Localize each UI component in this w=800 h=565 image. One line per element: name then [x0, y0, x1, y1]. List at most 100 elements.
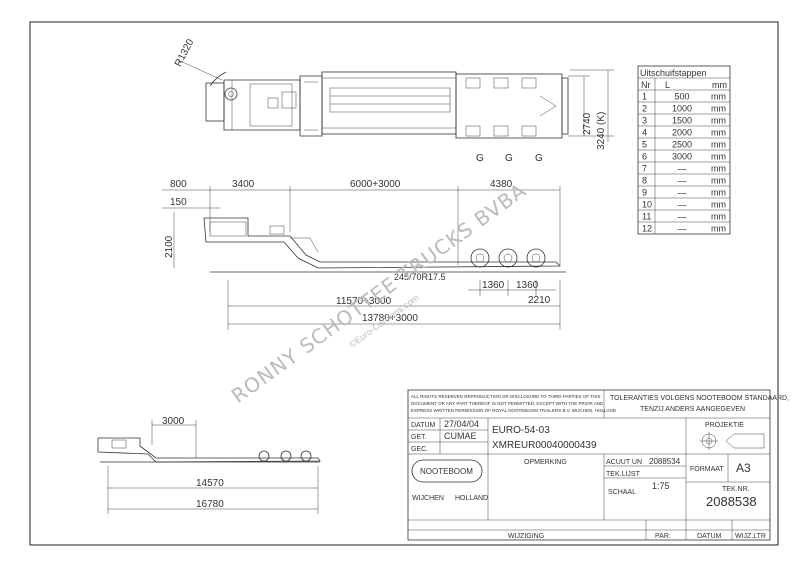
formaat-value: A3 — [736, 461, 751, 475]
extension-steps-table — [637, 65, 731, 235]
dim-800: 800 — [170, 179, 187, 190]
table-cell-l: 1000 — [672, 104, 692, 114]
side-view — [162, 186, 566, 330]
tek-lijst-label: TEK.LIJST — [606, 471, 641, 478]
dim-2210: 2210 — [528, 295, 551, 306]
table-cell-nr: 9 — [642, 188, 647, 198]
schaal-value: 1:75 — [652, 481, 670, 491]
table-cell-unit: mm — [711, 188, 726, 198]
table-cell-unit: mm — [711, 92, 726, 102]
formaat-label: FORMAAT — [690, 466, 724, 473]
table-cell-unit: mm — [711, 200, 726, 210]
tek-nr-value: 2088538 — [706, 494, 757, 509]
axle-label-1: G — [476, 153, 484, 164]
extended-side-view — [97, 420, 321, 514]
rights-line-3: EXPRESS WRITTEN PERMISSION OF ROYAL NOOT… — [411, 408, 617, 413]
table-cell-unit: mm — [711, 116, 726, 126]
table-cell-unit: mm — [711, 152, 726, 162]
dim-1360-b: 1360 — [516, 280, 539, 291]
rights-line-1: ALL RIGHTS RESERVED REPRODUCTION OR DISC… — [411, 394, 601, 399]
get-label: GET. — [411, 434, 427, 441]
dim-13780: 13780+3000 — [362, 313, 418, 324]
tolerance-line-1: TOLERANTIES VOLGENS NOOTEBOOM STANDAARD, — [610, 395, 789, 402]
table-cell-nr: 6 — [642, 152, 647, 162]
dim-4380: 4380 — [490, 179, 513, 190]
width-3240-label: 3240 (K) — [596, 112, 607, 150]
width-2740-label: 2740 — [582, 112, 593, 135]
dim-14570: 14570 — [196, 478, 224, 489]
wijchen-label: WIJCHEN — [412, 495, 444, 502]
top-view — [177, 59, 614, 142]
get-value: CUMAE — [444, 431, 477, 441]
table-cell-nr: 11 — [642, 212, 651, 222]
table-cell-l: 500 — [674, 92, 689, 102]
dim-150: 150 — [170, 197, 187, 208]
schaal-label: SCHAAL — [608, 489, 636, 496]
table-cell-unit: mm — [711, 212, 726, 222]
table-cell-l: 2500 — [672, 140, 692, 150]
tek-nr-label: TEK.NR. — [722, 486, 750, 493]
table-header-mm: mm — [712, 80, 727, 90]
acuut-value: 2088534 — [649, 457, 681, 466]
holland-label: HOLLAND — [455, 495, 488, 502]
dim-11570: 11570+3000 — [336, 296, 392, 307]
dim-3400: 3400 — [232, 179, 255, 190]
table-cell-l: — — [678, 212, 687, 222]
axle-label-3: G — [535, 153, 543, 164]
table-cell-l: — — [678, 164, 687, 174]
table-header-nr: Nr — [641, 80, 651, 90]
table-cell-l: — — [678, 176, 687, 186]
nooteboom-logo — [411, 459, 483, 483]
table-cell-nr: 8 — [642, 176, 647, 186]
table-cell-l: 2000 — [672, 128, 692, 138]
title-block — [407, 389, 771, 541]
table-cell-l: — — [678, 188, 687, 198]
table-cell-l: — — [678, 200, 687, 210]
drawing-frame — [29, 21, 779, 546]
dim-3000: 3000 — [162, 416, 185, 427]
dim-1360-a: 1360 — [482, 280, 505, 291]
dim-6000: 6000+3000 — [350, 179, 401, 190]
table-cell-unit: mm — [711, 140, 726, 150]
table-cell-unit: mm — [711, 164, 726, 174]
table-cell-nr: 4 — [642, 128, 647, 138]
table-cell-nr: 7 — [642, 164, 647, 174]
table-cell-unit: mm — [711, 224, 726, 234]
table-cell-unit: mm — [711, 128, 726, 138]
tolerance-line-2: TENZIJ ANDERS AANGEGEVEN — [640, 406, 745, 413]
acuut-label: ACUUT UN — [606, 459, 642, 466]
table-title: Uitschuifstappen — [640, 68, 707, 78]
table-cell-unit: mm — [711, 104, 726, 114]
wijziging-label: WIJZIGING — [508, 533, 544, 540]
table-cell-nr: 1 — [642, 92, 647, 102]
logo-text: NOOTEBOOM — [420, 467, 473, 476]
table-cell-l: — — [678, 224, 687, 234]
axle-label-2: G — [505, 153, 513, 164]
wijz-ltr-label: WIJZ.LTR — [735, 533, 766, 540]
radius-label: R1320 — [173, 37, 197, 69]
table-cell-nr: 12 — [642, 224, 652, 234]
table-cell-l: 1500 — [672, 116, 692, 126]
drawing-code: XMREUR00040000439 — [492, 440, 597, 451]
datum-value: 27/04/04 — [444, 419, 479, 429]
watermark-text: RONNY SCHOTTEE TRUCKS BVBA — [227, 178, 531, 408]
tire-size: 245/70R17.5 — [394, 272, 446, 282]
rights-line-2: DOCUMENT OR ANY PART THEREOF IS NOT PERM… — [411, 401, 604, 406]
table-cell-l: 3000 — [672, 152, 692, 162]
opmerking-label: OPMERKING — [524, 459, 567, 466]
table-cell-nr: 3 — [642, 116, 647, 126]
table-cell-nr: 5 — [642, 140, 647, 150]
table-cell-nr: 2 — [642, 104, 647, 114]
datum2-label: DATUM — [697, 533, 722, 540]
projection-label: PROJEKTIE — [705, 422, 744, 429]
table-header-l: L — [665, 80, 670, 90]
datum-label: DATUM — [411, 422, 436, 429]
par-label: PAR. — [655, 533, 671, 540]
drawing-title: EURO-54-03 — [492, 425, 550, 436]
table-cell-unit: mm — [711, 176, 726, 186]
dim-2100: 2100 — [164, 235, 175, 258]
table-cell-nr: 10 — [642, 200, 652, 210]
gec-label: GEC. — [411, 446, 428, 453]
